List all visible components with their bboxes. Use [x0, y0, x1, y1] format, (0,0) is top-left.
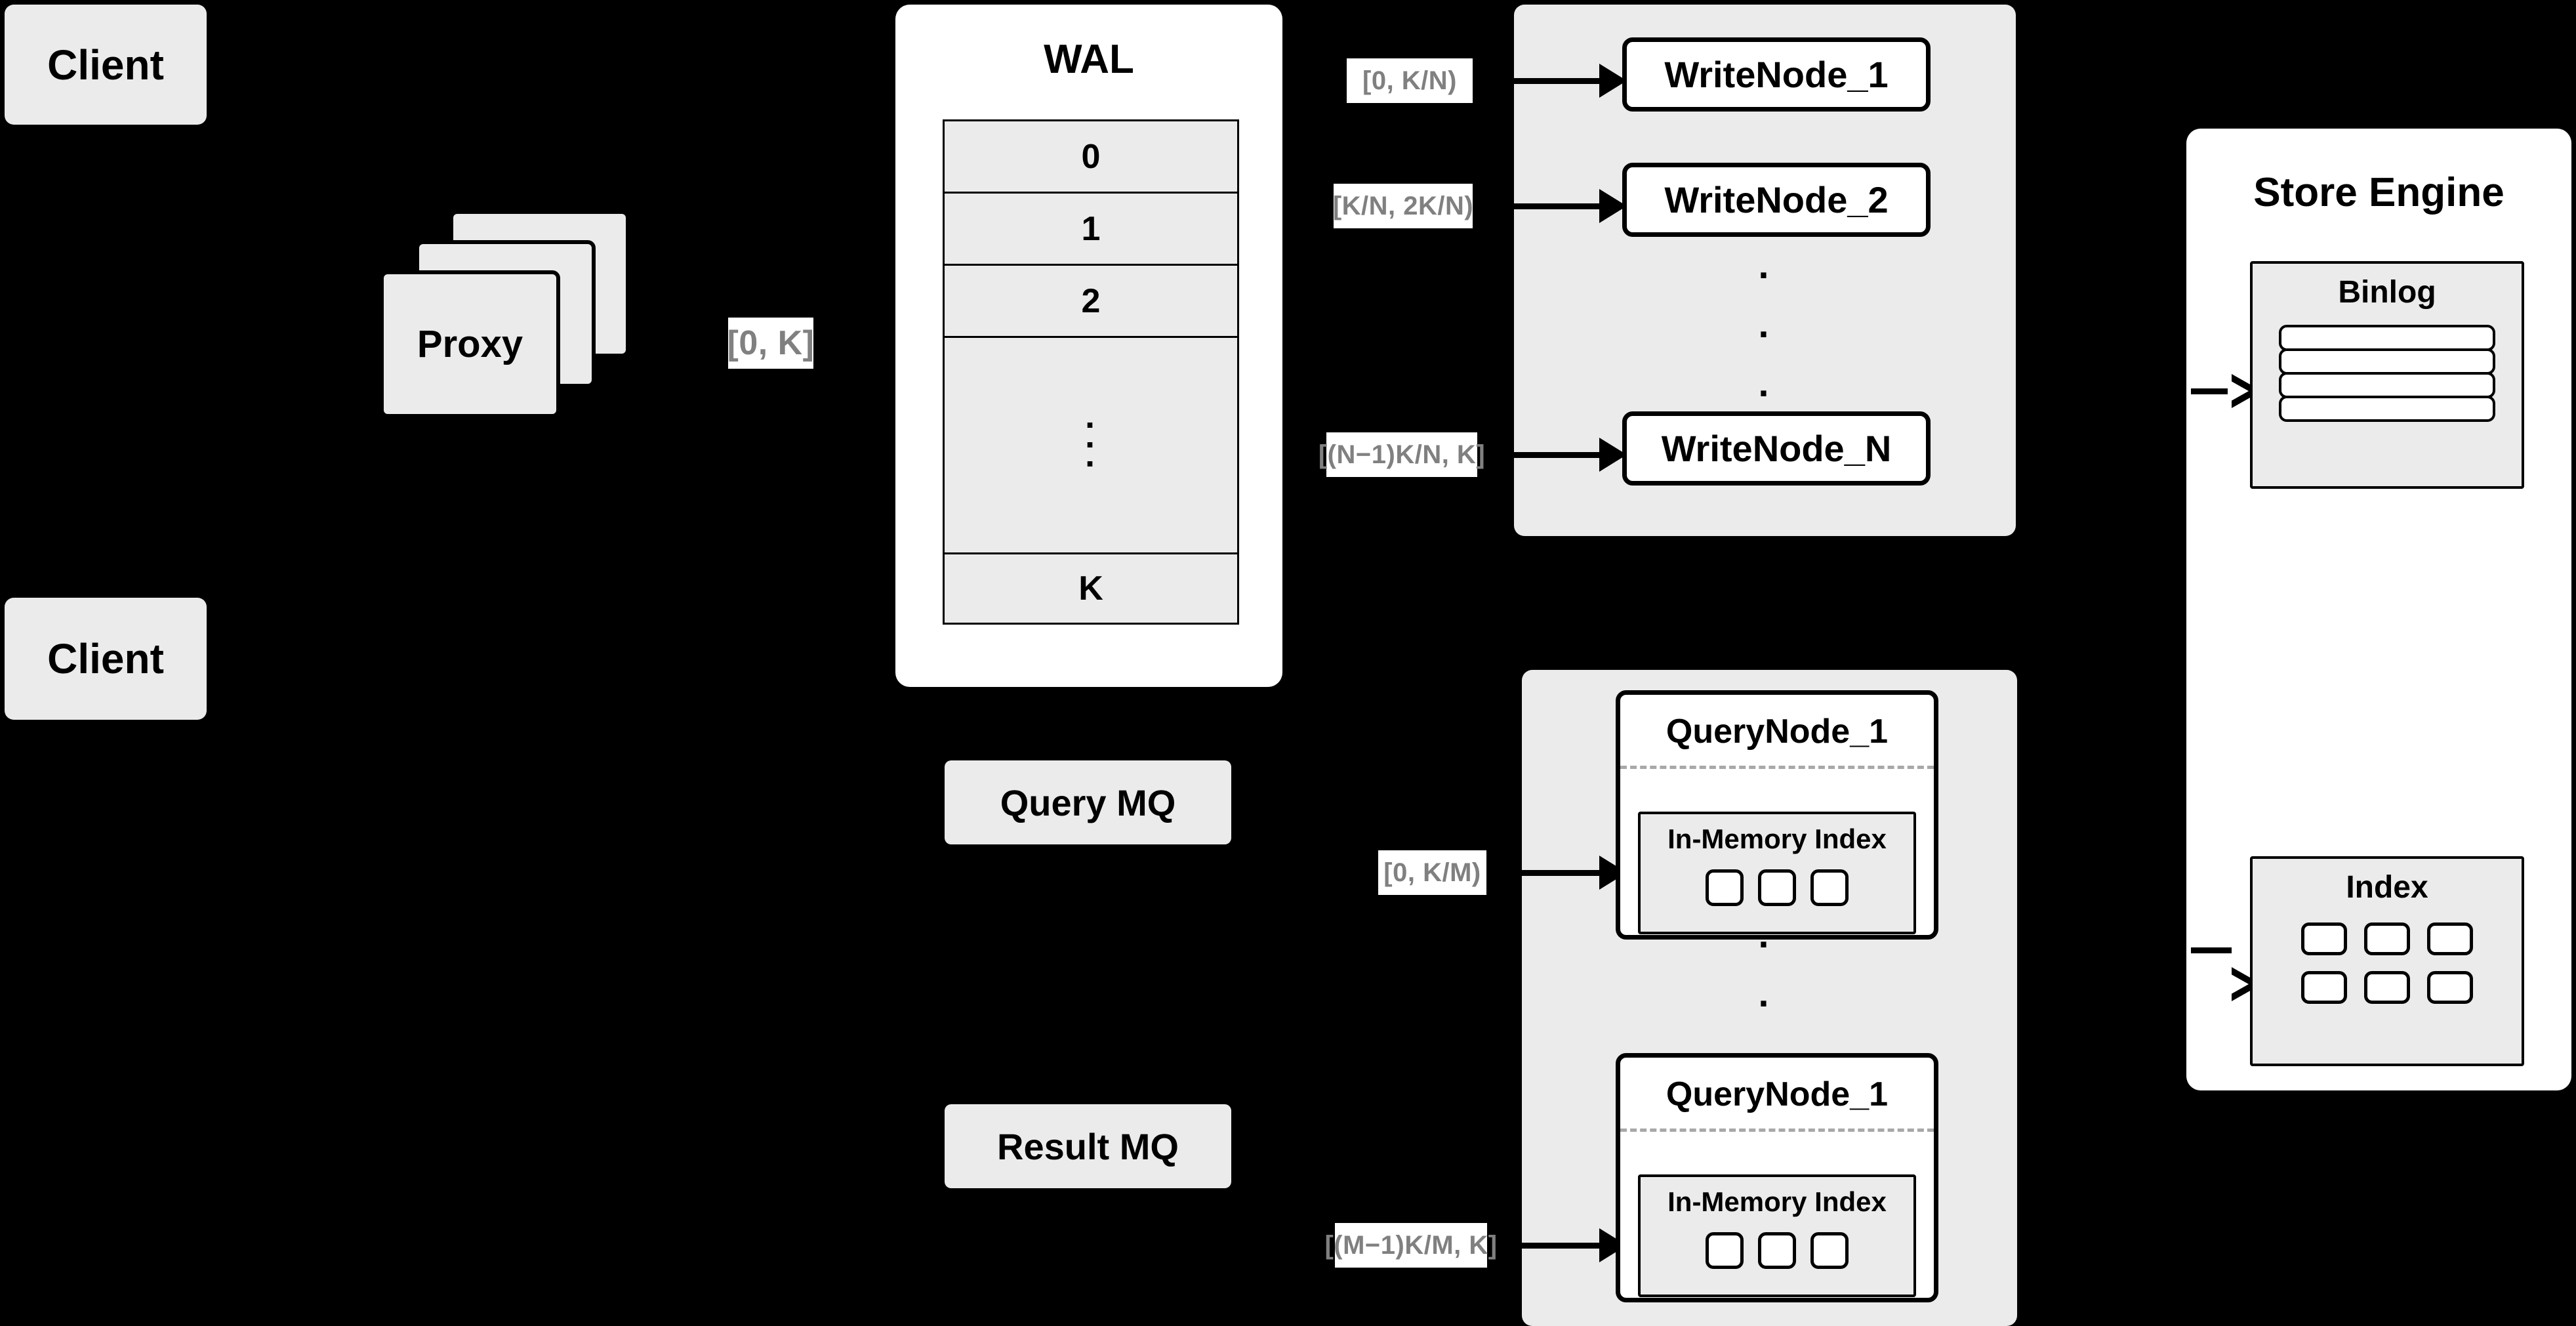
- in-memory-index-m: In-Memory Index: [1638, 1174, 1916, 1297]
- store-index-chip[interactable]: [2301, 922, 2347, 955]
- write-node-2[interactable]: WriteNode_2: [1622, 163, 1931, 237]
- query-mq-box[interactable]: Query MQ: [945, 760, 1231, 844]
- query-node-m[interactable]: QueryNode_1 In-Memory Index: [1616, 1053, 1938, 1302]
- write-node-n[interactable]: WriteNode_N: [1622, 411, 1931, 486]
- index-box: Index: [2250, 856, 2524, 1066]
- arrow-line-writenode-2: [1512, 203, 1601, 209]
- query-node-1[interactable]: QueryNode_1 In-Memory Index: [1616, 690, 1938, 940]
- client-box-1[interactable]: Client: [5, 5, 207, 125]
- arrow-line-to-index: [2191, 947, 2232, 953]
- client-label-2: Client: [47, 635, 164, 682]
- index-title: Index: [2346, 870, 2428, 905]
- client-box-2[interactable]: Client: [5, 598, 207, 720]
- store-index-chip[interactable]: [2364, 922, 2410, 955]
- range-label-writenode-n: [(N−1)K/N, K]: [1319, 432, 1485, 477]
- binlog-row[interactable]: [2279, 325, 2495, 351]
- store-engine-title: Store Engine: [2253, 170, 2504, 215]
- store-index-chip[interactable]: [2427, 922, 2473, 955]
- proxy-label: Proxy: [417, 323, 523, 365]
- store-index-chip[interactable]: [2301, 971, 2347, 1004]
- wal-row-ellipsis: · · ·: [943, 336, 1239, 552]
- write-node-n-label: WriteNode_N: [1661, 428, 1892, 469]
- index-chip[interactable]: [1810, 1232, 1849, 1269]
- range-label-writenode-1: [0, K/N): [1347, 58, 1473, 103]
- binlog-row[interactable]: [2279, 348, 2495, 375]
- binlog-row[interactable]: [2279, 372, 2495, 398]
- arrow-line-to-binlog: [2191, 388, 2232, 394]
- query-node-1-label: QueryNode_1: [1666, 713, 1889, 751]
- write-node-2-label: WriteNode_2: [1664, 179, 1889, 220]
- index-chip[interactable]: [1758, 1232, 1796, 1269]
- result-mq-box[interactable]: Result MQ: [945, 1104, 1231, 1188]
- in-memory-index-1-title: In-Memory Index: [1667, 823, 1887, 854]
- write-node-1[interactable]: WriteNode_1: [1622, 37, 1931, 112]
- in-memory-index-1: In-Memory Index: [1638, 812, 1916, 934]
- wal-row[interactable]: 1: [943, 192, 1239, 264]
- store-index-chip[interactable]: [2427, 971, 2473, 1004]
- arrow-line-writenode-1: [1512, 78, 1601, 84]
- store-index-chip[interactable]: [2364, 971, 2410, 1004]
- query-node-1-separator: [1620, 766, 1934, 769]
- index-chip[interactable]: [1810, 869, 1849, 906]
- index-chip[interactable]: [1706, 1232, 1744, 1269]
- query-mq-label: Query MQ: [1000, 781, 1176, 823]
- write-node-1-label: WriteNode_1: [1664, 54, 1889, 95]
- range-label-writenode-2: [K/N, 2K/N): [1333, 184, 1473, 228]
- index-chip[interactable]: [1758, 869, 1796, 906]
- write-node-vertical-ellipsis: · · ·: [1758, 254, 1771, 415]
- range-label-proxy-to-wal: [0, K]: [727, 318, 814, 369]
- wal-row[interactable]: 2: [943, 264, 1239, 336]
- proxy-stack[interactable]: Proxy: [377, 210, 666, 433]
- wal-row[interactable]: 0: [943, 119, 1239, 192]
- query-node-m-label: QueryNode_1: [1666, 1075, 1889, 1113]
- wal-title: WAL: [1044, 37, 1134, 82]
- query-node-m-separator: [1620, 1129, 1934, 1132]
- proxy-card-front[interactable]: Proxy: [380, 270, 560, 418]
- query-node-vertical-ellipsis: · · ·: [1758, 923, 1771, 1084]
- wal-row[interactable]: K: [943, 552, 1239, 625]
- wal-row-stack: 0 1 2 · · · K: [943, 119, 1239, 625]
- binlog-row[interactable]: [2279, 396, 2495, 422]
- range-label-querynode-1: [0, K/M): [1378, 850, 1486, 895]
- binlog-box: Binlog: [2250, 261, 2524, 489]
- arrow-line-writenode-n: [1512, 452, 1601, 458]
- proxy-to-wal-connector: [646, 340, 682, 345]
- binlog-title: Binlog: [2338, 275, 2436, 310]
- result-mq-label: Result MQ: [997, 1125, 1179, 1167]
- arrow-line-querynode-1: [1521, 870, 1601, 876]
- arrow-line-querynode-m: [1521, 1243, 1601, 1249]
- in-memory-index-m-title: In-Memory Index: [1667, 1186, 1887, 1217]
- range-label-querynode-m: [(M−1)K/M, K]: [1324, 1223, 1497, 1268]
- wal-vertical-ellipsis: · · ·: [1085, 405, 1097, 484]
- index-chip[interactable]: [1706, 869, 1744, 906]
- client-label-1: Client: [47, 41, 164, 89]
